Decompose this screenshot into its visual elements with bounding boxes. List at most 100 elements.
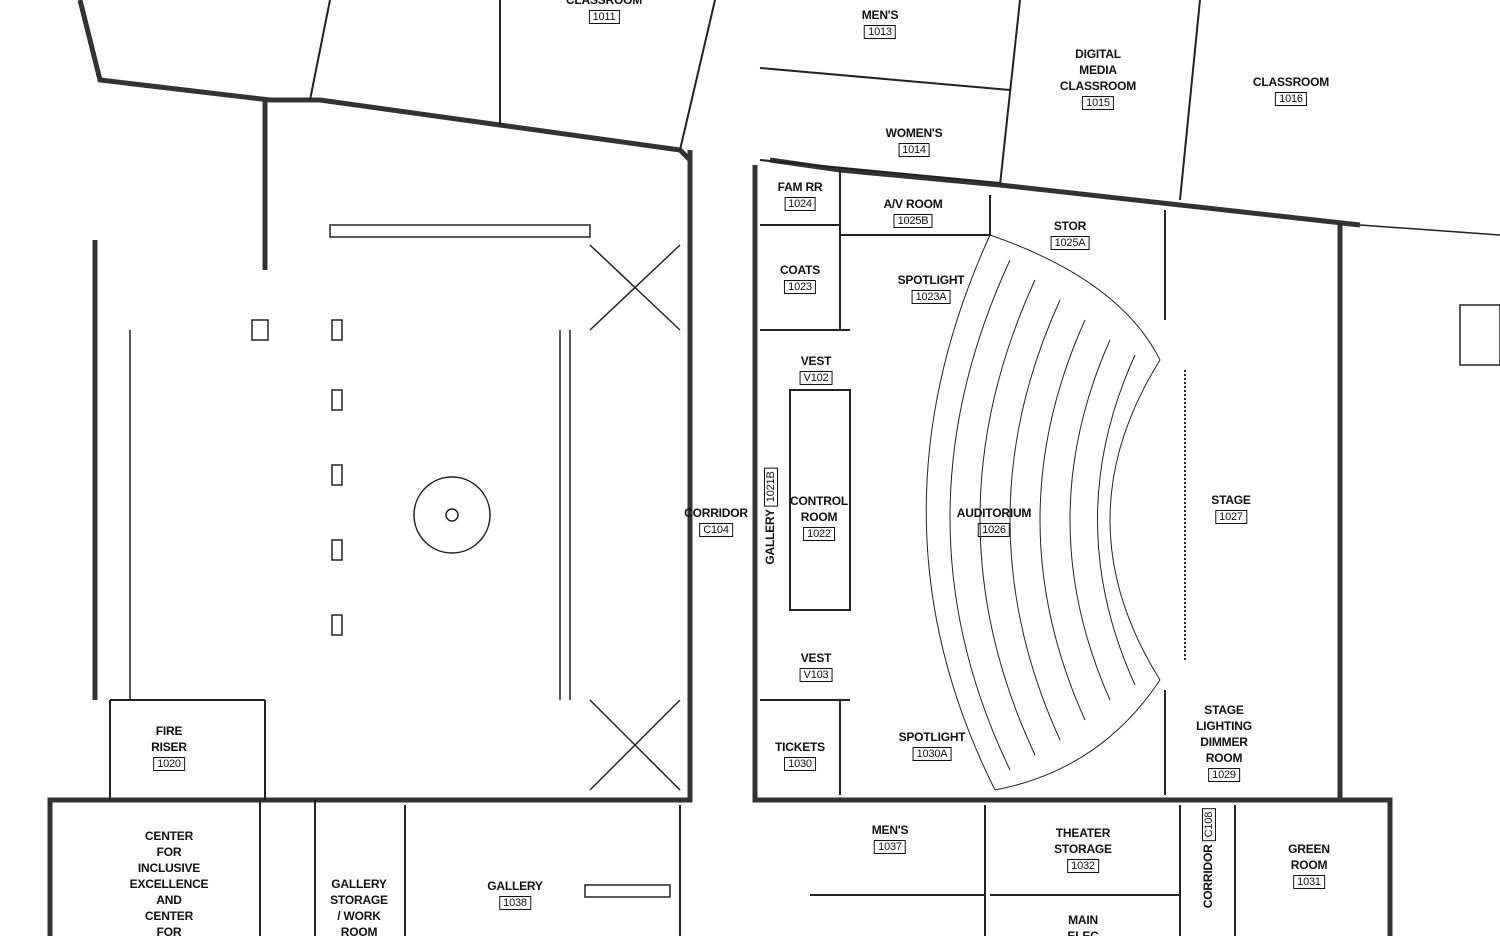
room-number: 1020	[153, 757, 185, 771]
room-name: MEN'S	[861, 8, 899, 22]
room-number: 1026	[978, 523, 1010, 537]
room-gallery-1038: GALLERY 1038	[487, 878, 543, 910]
room-number: C108	[1202, 807, 1216, 842]
room-name: MEDIA	[1079, 63, 1117, 77]
room-name: ROOM	[1205, 751, 1243, 765]
room-coats-1023: COATS 1023	[780, 262, 820, 294]
room-name: THEATER	[1055, 826, 1111, 840]
room-name: CORRIDOR	[1201, 844, 1215, 909]
room-stor-1025a: STOR 1025A	[1050, 218, 1090, 250]
room-name: STORAGE	[1054, 842, 1112, 856]
room-name: COATS	[779, 263, 821, 277]
room-fire-riser-1020: FIRE RISER 1020	[151, 723, 187, 771]
room-number: 1030A	[912, 747, 952, 761]
room-name: DIGITAL	[1075, 47, 1121, 61]
room-name: STOR	[1053, 219, 1087, 233]
lobby-details	[129, 224, 1500, 898]
room-number: 1031	[1293, 875, 1325, 889]
room-name: CLASSROOM	[1059, 79, 1137, 93]
room-name: GALLERY	[331, 877, 387, 891]
room-name: LIGHTING	[1196, 719, 1252, 733]
room-theater-storage-1032: THEATER STORAGE 1032	[1054, 825, 1112, 873]
room-name: CENTER	[144, 829, 194, 843]
room-tickets-1030: TICKETS 1030	[775, 739, 825, 771]
room-name: GALLERY	[487, 879, 543, 893]
room-name: DIMMER	[1200, 735, 1248, 749]
room-name: A/V ROOM	[883, 197, 943, 211]
room-name: STAGE	[1204, 703, 1244, 717]
room-number: 1025B	[893, 214, 933, 228]
room-name: STAGE	[1211, 493, 1251, 507]
room-auditorium-1026: AUDITORIUM 1026	[957, 505, 1031, 537]
interior-walls	[109, 0, 1236, 936]
room-name: EXCELLENCE	[129, 877, 209, 891]
room-corridor-c108: CORRIDOR C108	[1200, 807, 1216, 909]
room-name: ROOM	[1290, 858, 1328, 872]
room-number: V102	[799, 371, 833, 385]
room-name: CLASSROOM	[565, 0, 643, 7]
room-name: ELEC	[1067, 929, 1099, 936]
room-name: VEST	[800, 354, 832, 368]
room-name: MEN'S	[871, 823, 909, 837]
room-number: 1023	[784, 280, 816, 294]
room-name: AUDITORIUM	[956, 506, 1032, 520]
room-number: 1021B	[764, 467, 778, 507]
room-name: INCLUSIVE	[137, 861, 201, 875]
room-control-room-1022: CONTROL ROOM 1022	[790, 493, 848, 541]
room-number: 1025A	[1050, 236, 1090, 250]
room-number: 1038	[499, 896, 531, 910]
room-number: V103	[799, 668, 833, 682]
room-number: 1029	[1208, 768, 1240, 782]
room-name: ROOM	[340, 925, 378, 936]
room-number: 1032	[1067, 859, 1099, 873]
room-number: 1015	[1082, 96, 1114, 110]
room-name: SPOTLIGHT	[897, 273, 965, 287]
room-number: 1030	[784, 757, 816, 771]
room-name: RISER	[151, 740, 187, 754]
room-name: TICKETS	[775, 740, 825, 754]
room-classroom-1011: CLASSROOM 1011	[566, 0, 642, 24]
room-number: 1023A	[911, 290, 951, 304]
room-name: CENTER	[144, 909, 194, 923]
room-name: VEST	[800, 651, 832, 665]
room-stage-lighting-dimmer-room-1029: STAGE LIGHTING DIMMER ROOM 1029	[1196, 702, 1252, 782]
room-name: GALLERY	[763, 509, 777, 565]
room-number: 1011	[588, 10, 620, 24]
room-vest-v102: VEST V102	[799, 353, 833, 385]
room-corridor-c104: CORRIDOR C104	[684, 505, 748, 537]
room-classroom-1016: CLASSROOM 1016	[1253, 74, 1329, 106]
room-name: CORRIDOR	[684, 506, 748, 520]
room-name: MAIN	[1068, 913, 1098, 927]
room-name: GREEN	[1288, 842, 1330, 856]
room-number: C104	[699, 523, 733, 537]
room-name: FOR	[156, 925, 182, 936]
room-mens-1037: MEN'S 1037	[871, 822, 909, 854]
room-spotlight-1023a: SPOTLIGHT 1023A	[898, 272, 965, 304]
room-green-room-1031: GREEN ROOM 1031	[1288, 841, 1330, 889]
room-name: / WORK	[337, 909, 381, 923]
room-main-elec: MAIN ELEC	[1067, 912, 1098, 936]
room-number: 1037	[874, 840, 906, 854]
room-av-room-1025b: A/V ROOM 1025B	[883, 196, 943, 228]
room-name: CONTROL	[790, 494, 848, 508]
room-name: CLASSROOM	[1252, 75, 1330, 89]
room-digital-media-classroom-1015: DIGITAL MEDIA CLASSROOM 1015	[1060, 46, 1136, 110]
room-number: 1014	[898, 143, 930, 157]
room-name: ROOM	[800, 510, 838, 524]
room-name: STORAGE	[330, 893, 388, 907]
room-number: 1022	[803, 527, 835, 541]
auditorium-seating	[925, 234, 1161, 791]
room-gallery-1021b: GALLERY 1021B	[762, 467, 778, 565]
room-name: AND	[156, 893, 182, 907]
room-number: 1024	[784, 197, 816, 211]
room-name: FIRE	[155, 724, 183, 738]
room-number: 1016	[1275, 92, 1307, 106]
